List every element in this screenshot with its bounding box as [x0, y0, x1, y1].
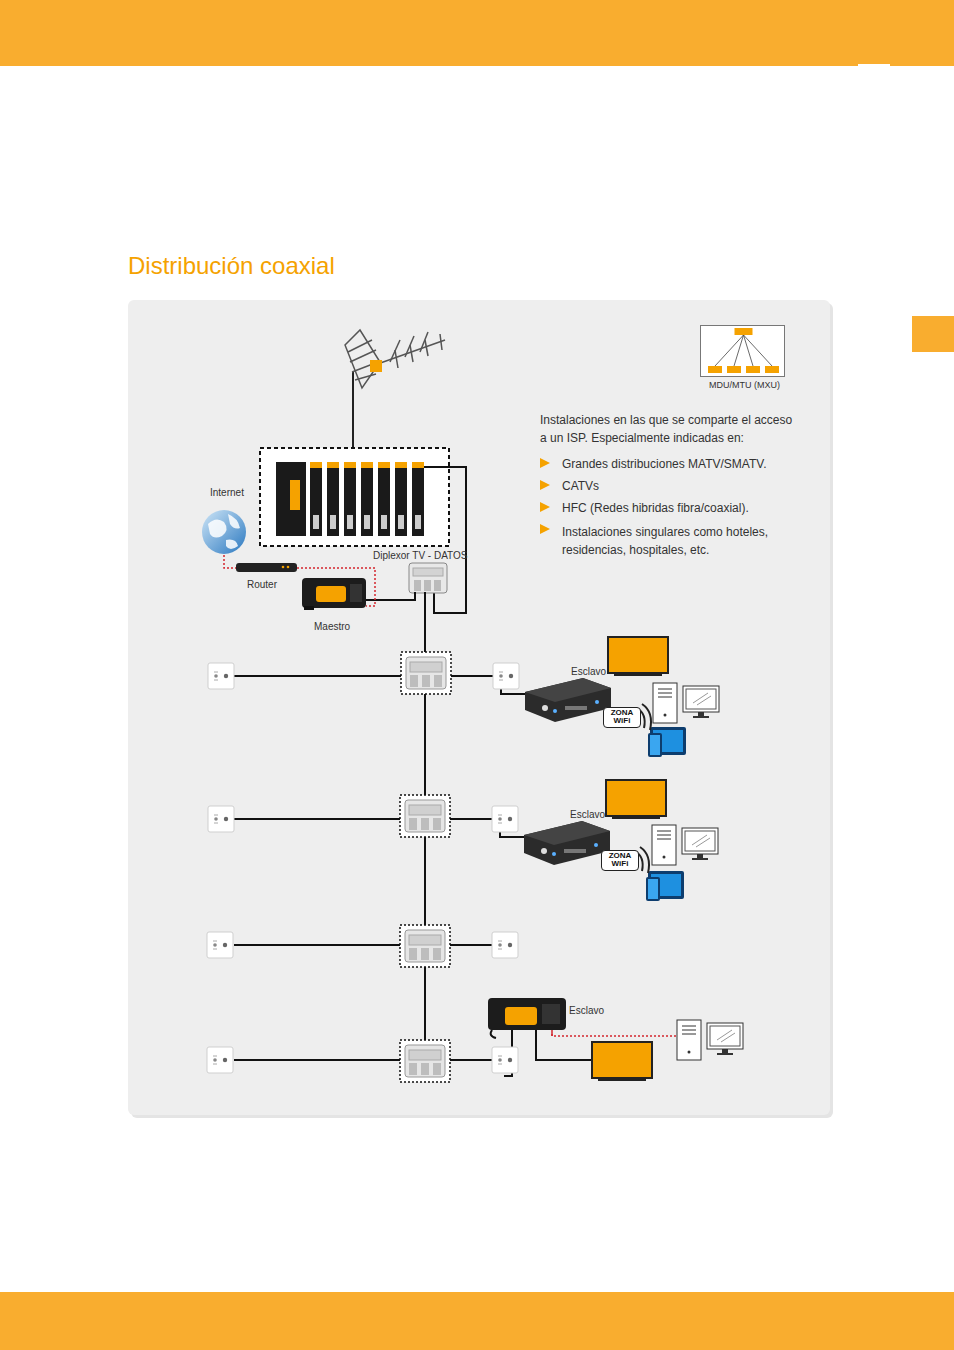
device-label: Router: [247, 578, 277, 591]
mdu-box: MDU/MTU (MXU): [700, 325, 785, 377]
device-label: Diplexor TV - DATOS: [373, 549, 467, 562]
device-label: Esclavo: [571, 665, 606, 678]
wifi-badge: ZONA WiFi: [601, 850, 639, 871]
mdu-label: MDU/MTU (MXU): [709, 380, 780, 392]
bullet-text: HFC (Redes hibridas fibra/coaxial).: [562, 501, 749, 517]
bullet-text: Instalaciones singulares como hoteles, r…: [562, 523, 787, 559]
bullet-text: Grandes distribuciones MATV/SMATV.: [562, 457, 767, 473]
device-label: Maestro: [314, 620, 350, 633]
intro-text: Instalaciones en las que se comparte el …: [540, 411, 795, 447]
page-title: Distribución coaxial: [128, 250, 335, 281]
wifi-badge: ZONA WiFi: [603, 707, 641, 728]
device-label: Esclavo: [570, 808, 605, 821]
device-label: Esclavo: [569, 1004, 604, 1017]
bullet-text: CATVs: [562, 479, 599, 495]
device-label: Internet: [210, 486, 244, 499]
mdu-tree: [701, 326, 786, 378]
